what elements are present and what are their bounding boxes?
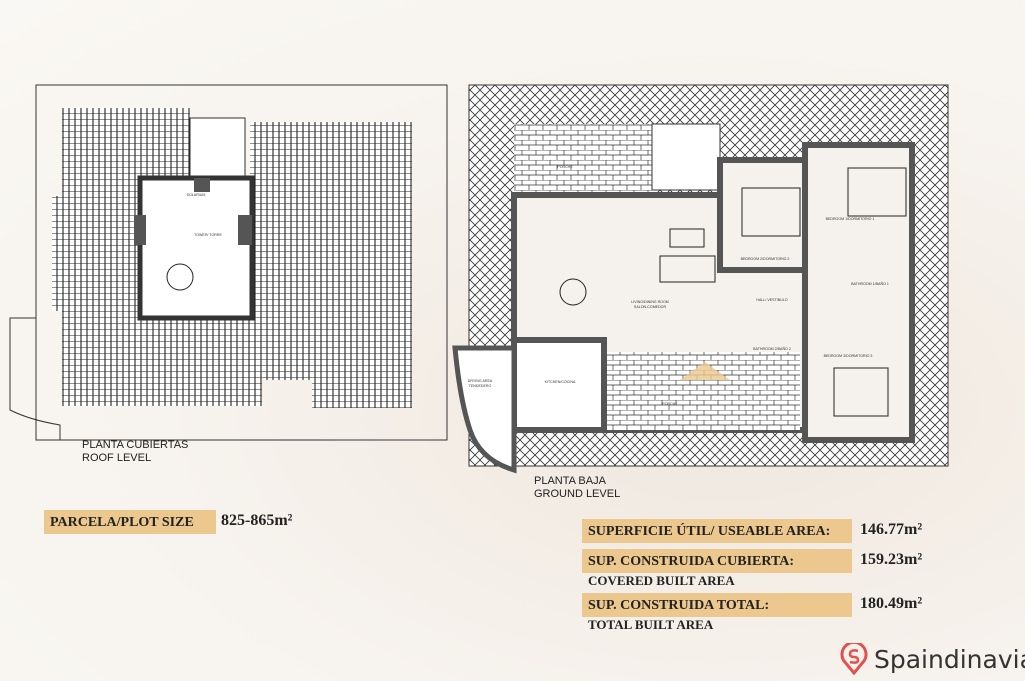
room-porch: PORCHE	[662, 402, 678, 406]
covered-area-value: 159.23m²	[860, 551, 923, 568]
ground-plan-title: PLANTA BAJA GROUND LEVEL	[534, 475, 620, 501]
roof-plan: SOLARIUM TOWER/ TORRE	[9, 84, 448, 441]
useable-area-label: SUPERFICIE ÚTIL/ USEABLE AREA:	[582, 519, 852, 543]
brand-logo: Spaindinavia	[840, 643, 1025, 675]
ground-title-es: PLANTA BAJA	[534, 475, 606, 487]
room-drying: DRYING AREA	[468, 379, 493, 383]
roof-title-en: ROOF LEVEL	[82, 452, 152, 464]
ground-plan: PORCHE BEDROOM 1/DORMITORIO 1 BEDROOM 2/…	[452, 84, 949, 474]
plot-size-value: 825-865m²	[221, 512, 293, 529]
roof-title-es: PLANTA CUBIERTAS	[82, 439, 189, 451]
room-solarium: SOLARIUM	[187, 193, 206, 197]
room-living: LIVING/DINING ROOM	[631, 300, 669, 304]
total-area-value: 180.49m²	[860, 595, 923, 612]
useable-area-value: 146.77m²	[860, 521, 923, 538]
room-tower: TOWER/ TORRE	[194, 233, 222, 237]
room-bathroom-2: BATHROOM 2/BAÑO 2	[753, 346, 791, 351]
room-bedroom-3: BEDROOM 3/DORMITORIO 3	[824, 354, 873, 358]
room-tendedero: TENDEDERO	[469, 384, 492, 388]
roof-plan-title: PLANTA CUBIERTAS ROOF LEVEL	[82, 439, 188, 465]
room-porch-back: PORCHE	[557, 165, 573, 169]
room-kitchen: KITCHEN/COCINA	[545, 380, 576, 384]
total-area-sub: TOTAL BUILT AREA	[588, 617, 714, 632]
plot-size-label: PARCELA/PLOT SIZE	[44, 510, 216, 534]
room-bathroom-1: BATHROOM 1/BAÑO 1	[851, 281, 889, 286]
location-pin-s-icon	[840, 643, 868, 675]
room-bedroom-2: BEDROOM 2/DORMITORIO 2	[741, 257, 790, 261]
brand-name: Spaindinavia	[874, 644, 1025, 674]
total-area-label: SUP. CONSTRUIDA TOTAL:	[582, 593, 852, 617]
ground-title-en: GROUND LEVEL	[534, 488, 621, 500]
room-salon: SALON-COMEDOR	[634, 305, 667, 309]
room-bedroom-1: BEDROOM 1/DORMITORIO 1	[826, 217, 875, 221]
covered-area-label: SUP. CONSTRUIDA CUBIERTA:	[582, 549, 852, 573]
room-hall: HALL/ VESTIBULO	[756, 298, 787, 302]
covered-area-sub: COVERED BUILT AREA	[588, 573, 735, 588]
